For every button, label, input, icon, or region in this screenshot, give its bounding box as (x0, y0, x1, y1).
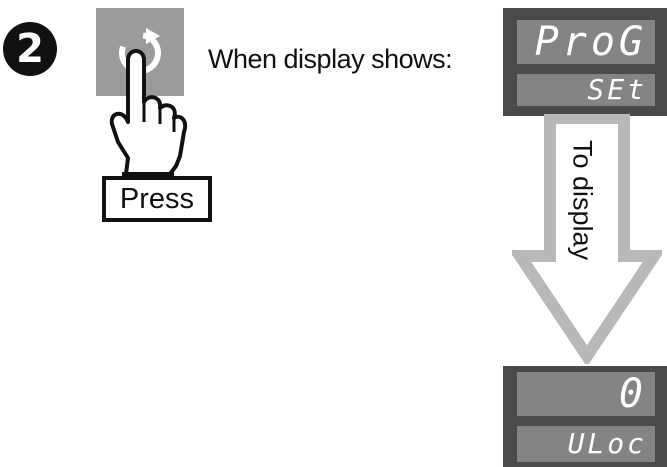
display-uloc: 0 ULoc (503, 366, 667, 467)
instruction-text: When display shows: (208, 44, 453, 74)
display-top-row: ProG (517, 20, 655, 64)
step-number-badge: 2 (3, 22, 57, 76)
display-top-row: 0 (517, 372, 655, 416)
arrow-label: To display (567, 140, 598, 261)
pointing-hand-icon (109, 49, 187, 176)
display-bottom-row: SEt (517, 74, 655, 106)
display-bottom-row: ULoc (517, 426, 655, 462)
press-label: Press (102, 176, 212, 222)
down-arrow-icon (512, 114, 662, 364)
display-prog-set: ProG SEt (503, 8, 667, 116)
